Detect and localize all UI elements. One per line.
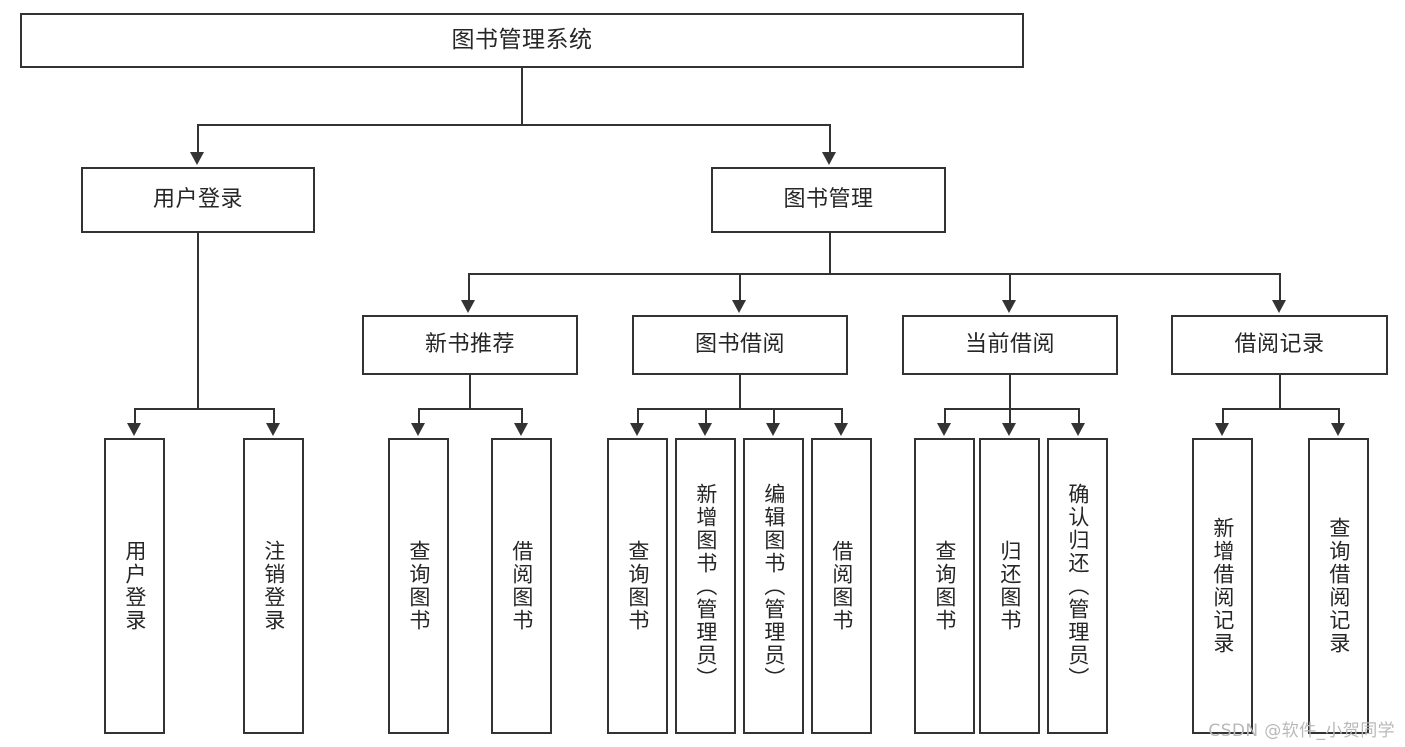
arrow-leaf-query-book-2	[630, 423, 644, 436]
connector-book-borrow-stem	[739, 375, 741, 408]
arrow-leaf-borrow-book-2	[834, 423, 848, 436]
node-leaf-return-book[interactable]: 归还图书	[979, 438, 1040, 734]
connector-current-borrow-drop-1	[944, 408, 946, 425]
node-label: 查询借阅记录	[1326, 517, 1351, 655]
connector-book-borrow-drop-1	[637, 408, 639, 425]
connector-user-login-drop-1	[134, 408, 136, 425]
connector-current-borrow-drop-2	[1009, 408, 1011, 425]
arrow-leaf-query-book-3	[937, 423, 951, 436]
watermark-text: CSDN @软件_小贺同学	[1208, 721, 1395, 741]
connector-book-borrow-bus	[637, 408, 842, 410]
connector-book-borrow-drop-3	[773, 408, 775, 425]
arrow-leaf-confirm-return	[1071, 423, 1085, 436]
connector-borrow-record-drop-1	[1222, 408, 1224, 425]
node-label: 查询图书	[932, 540, 957, 632]
node-label: 归还图书	[997, 540, 1022, 632]
arrow-to-user-login	[190, 152, 204, 165]
connector-user-login-bus	[134, 408, 274, 410]
connector-book-borrow-drop-2	[705, 408, 707, 425]
connector-to-user-login	[197, 124, 199, 154]
node-leaf-query-book-1[interactable]: 查询图书	[388, 438, 449, 734]
connector-book-manage-stem	[829, 233, 831, 273]
node-book-manage[interactable]: 图书管理	[711, 167, 946, 233]
arrow-leaf-add-record	[1215, 423, 1229, 436]
node-label: 注销登录	[261, 540, 286, 632]
node-leaf-borrow-book-2[interactable]: 借阅图书	[811, 438, 872, 734]
connector-level2-bus	[468, 273, 1280, 275]
node-label: 确认归还（管理员）	[1065, 482, 1090, 690]
connector-to-borrow-record	[1279, 273, 1281, 302]
node-user-login[interactable]: 用户登录	[81, 167, 315, 233]
arrow-leaf-query-book-1	[411, 423, 425, 436]
node-book-borrow[interactable]: 图书借阅	[632, 315, 848, 375]
connector-borrow-record-bus	[1222, 408, 1339, 410]
node-label: 用户登录	[122, 540, 147, 632]
arrow-leaf-return-book	[1002, 423, 1016, 436]
connector-root-stem	[521, 68, 523, 124]
connector-to-book-manage	[829, 124, 831, 154]
connector-current-borrow-bus	[944, 408, 1078, 410]
node-borrow-record[interactable]: 借阅记录	[1171, 315, 1388, 375]
connector-current-borrow-stem	[1009, 375, 1011, 408]
node-label: 图书管理	[783, 187, 874, 213]
connector-new-book-drop-1	[418, 408, 420, 425]
connector-to-book-borrow	[739, 273, 741, 302]
connector-borrow-record-drop-2	[1338, 408, 1340, 425]
node-leaf-add-book[interactable]: 新增图书（管理员）	[675, 438, 736, 734]
connector-new-book-stem	[469, 375, 471, 408]
node-leaf-add-record[interactable]: 新增借阅记录	[1192, 438, 1253, 734]
connector-new-book-drop-2	[521, 408, 523, 425]
node-leaf-user-login[interactable]: 用户登录	[104, 438, 165, 734]
arrow-leaf-user-logout	[266, 423, 280, 436]
node-leaf-confirm-return[interactable]: 确认归还（管理员）	[1047, 438, 1108, 734]
node-leaf-query-book-2[interactable]: 查询图书	[607, 438, 668, 734]
connector-user-login-stem	[197, 233, 199, 408]
node-label: 查询图书	[625, 540, 650, 632]
arrow-leaf-edit-book	[766, 423, 780, 436]
arrow-leaf-user-login	[127, 423, 141, 436]
node-label: 图书借阅	[694, 332, 785, 358]
node-leaf-query-record[interactable]: 查询借阅记录	[1308, 438, 1369, 734]
arrow-to-borrow-record	[1272, 300, 1286, 313]
node-label: 新书推荐	[424, 332, 515, 358]
connector-user-login-drop-2	[273, 408, 275, 425]
node-label: 新增借阅记录	[1210, 517, 1235, 655]
node-label: 图书管理系统	[451, 26, 593, 53]
node-leaf-borrow-book-1[interactable]: 借阅图书	[491, 438, 552, 734]
node-root-system[interactable]: 图书管理系统	[20, 13, 1024, 68]
connector-to-new-book	[468, 273, 470, 302]
connector-new-book-bus	[418, 408, 522, 410]
arrow-to-current-borrow	[1002, 300, 1016, 313]
node-label: 借阅记录	[1234, 332, 1325, 358]
connector-root-bus	[197, 124, 829, 126]
arrow-to-book-borrow	[732, 300, 746, 313]
node-label: 编辑图书（管理员）	[761, 482, 786, 690]
node-label: 当前借阅	[964, 332, 1055, 358]
node-new-book-recommend[interactable]: 新书推荐	[362, 315, 578, 375]
connector-current-borrow-drop-3	[1078, 408, 1080, 425]
arrow-leaf-query-record	[1331, 423, 1345, 436]
connector-book-borrow-drop-4	[841, 408, 843, 425]
node-label: 新增图书（管理员）	[693, 482, 718, 690]
node-label: 用户登录	[152, 187, 243, 213]
node-leaf-user-logout[interactable]: 注销登录	[243, 438, 304, 734]
arrow-leaf-add-book	[698, 423, 712, 436]
node-current-borrow[interactable]: 当前借阅	[902, 315, 1118, 375]
node-leaf-query-book-3[interactable]: 查询图书	[914, 438, 975, 734]
node-label: 借阅图书	[829, 540, 854, 632]
connector-to-current-borrow	[1009, 273, 1011, 302]
node-label: 查询图书	[406, 540, 431, 632]
arrow-to-new-book-recommend	[461, 300, 475, 313]
node-label: 借阅图书	[509, 540, 534, 632]
arrow-to-book-manage	[822, 152, 836, 165]
connector-borrow-record-stem	[1279, 375, 1281, 408]
arrow-leaf-borrow-book-1	[514, 423, 528, 436]
node-leaf-edit-book[interactable]: 编辑图书（管理员）	[743, 438, 804, 734]
